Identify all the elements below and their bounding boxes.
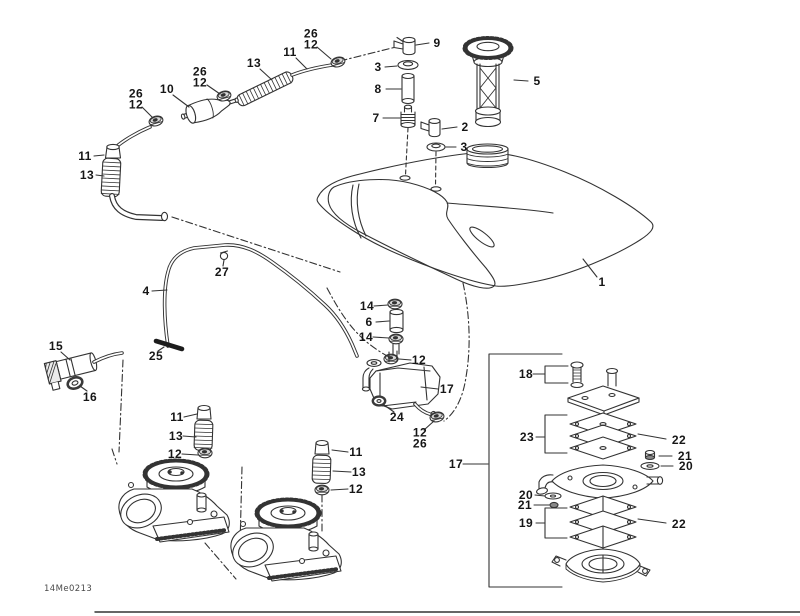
leader-3a [384,65,398,68]
leader-27 [222,259,225,267]
leader-2612-left [141,106,154,119]
fuel-filter [180,97,239,124]
leader-14b [372,336,390,339]
leader-13-top [259,68,273,81]
leader-13-cr [332,470,352,473]
carburetor-right [204,439,352,582]
corrugated-hose-13-top [236,71,294,107]
fuel-pump-assembly [326,282,470,431]
leader-22b [637,518,667,524]
leader-11-cl [183,413,198,418]
shutoff-valve [43,351,124,453]
leader-13-cl [182,435,197,438]
bracket-18 [544,365,569,384]
leader-9 [415,42,430,46]
leader-12-cr [330,488,349,491]
carburetor-left [111,404,230,543]
leader-14a [373,304,389,307]
fuel-supply-line-top [93,46,347,273]
leader-22a [637,433,667,440]
leader-2 [441,126,458,130]
leader-11-top [295,57,308,70]
leader-11-left [93,154,105,157]
leader-4 [151,289,168,292]
leader-20b [534,494,546,497]
leader-6 [375,320,390,323]
rod-25 [153,338,185,352]
leader-1226 [423,420,435,431]
leader-2612-top [316,46,332,60]
leader-10 [172,94,190,108]
leader-1 [582,258,598,278]
fuel-cap-gauge [462,36,529,128]
fuel-filler-neck [466,143,509,169]
leader-16 [79,385,88,392]
leader-2612-mid [206,84,221,95]
detail-bracket [488,353,563,588]
leader-17-situ [420,386,439,390]
leader-12-mid [398,358,412,361]
leader-13-left [95,174,105,177]
leader-11-cr [331,449,349,453]
corrugated-hose-13-left [100,157,122,198]
leader-24 [383,404,395,413]
leader-12-cl [181,453,199,456]
leader-15 [60,351,71,361]
vent-fitting-column [339,36,458,187]
bracket-23 [544,414,568,454]
fuel-tank [316,151,654,289]
leader-5 [513,79,529,82]
pump-exploded-view [462,353,674,588]
impulse-hose-4 [151,243,359,358]
bracket-19 [544,507,568,539]
drawing-code: 14Me0213 [44,584,93,594]
leader-25 [157,346,165,352]
